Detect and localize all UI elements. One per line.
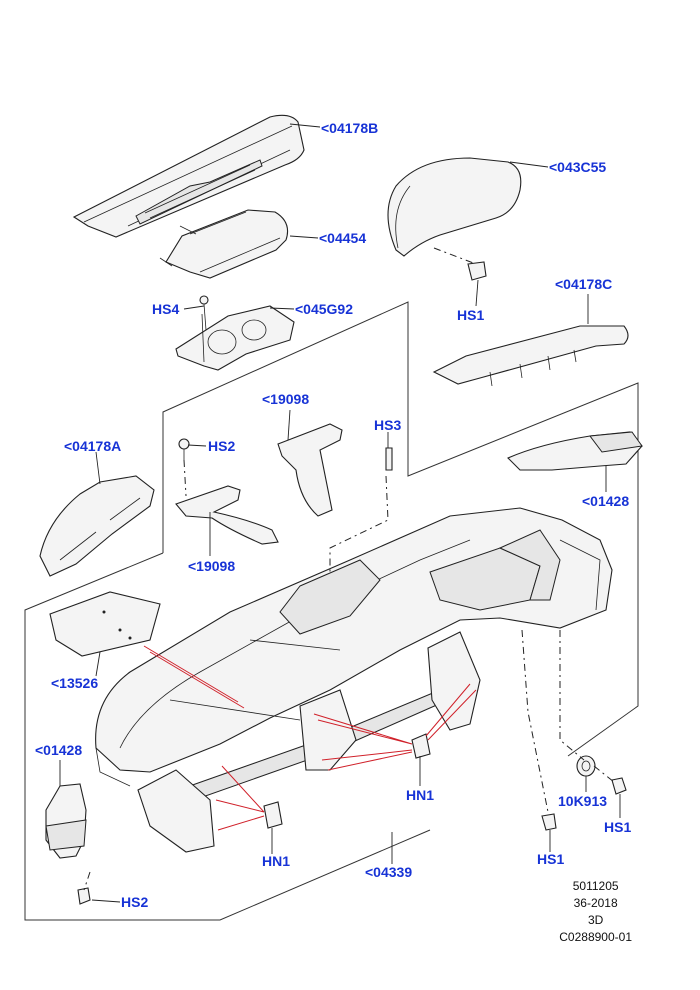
dome-cover xyxy=(387,157,522,257)
reference-number: 5011205 xyxy=(572,879,619,893)
upper-group-outline xyxy=(162,301,639,757)
callout-lines xyxy=(143,645,477,831)
fastener-hs1-bottom xyxy=(541,813,557,831)
label-19098-top: <19098 xyxy=(262,391,309,407)
leader-lines xyxy=(59,123,621,903)
fastener-10k913 xyxy=(576,755,596,777)
instrument-panel xyxy=(95,507,613,853)
label-hs1-right: HS1 xyxy=(604,819,631,835)
label-hs1-bottom: HS1 xyxy=(537,851,564,867)
label-04178c: <04178C xyxy=(555,276,612,292)
duct-lower xyxy=(175,485,279,545)
label-04454: <04454 xyxy=(319,230,366,246)
vent-duct-right xyxy=(507,431,643,471)
label-04339: <04339 xyxy=(365,864,412,880)
label-01428-left: <01428 xyxy=(35,742,82,758)
label-hn1-bottom: HN1 xyxy=(262,853,290,869)
fastener-hs2-top xyxy=(178,438,190,460)
reference-date: 36-2018 xyxy=(573,896,618,910)
center-bracket xyxy=(175,305,295,371)
vent-duct-left xyxy=(45,783,87,859)
fastener-hs2-bottom xyxy=(77,887,91,905)
assembly-lines xyxy=(83,247,615,891)
label-04178a: <04178A xyxy=(64,438,121,454)
lower-group-outline xyxy=(24,552,431,921)
fastener-hs3 xyxy=(385,447,393,471)
glovebox-panel xyxy=(159,209,289,279)
label-10k913: 10K913 xyxy=(558,793,607,809)
fastener-hs4 xyxy=(199,295,209,331)
side-trim-left xyxy=(39,475,155,577)
label-043c55: <043C55 xyxy=(549,159,606,175)
label-hs3: HS3 xyxy=(374,417,401,433)
upper-top-cover xyxy=(72,114,305,238)
label-04178b: <04178B xyxy=(321,120,378,136)
label-hs2-bottom: HS2 xyxy=(121,894,148,910)
duct-upper xyxy=(277,423,343,517)
reference-view: 3D xyxy=(587,913,604,927)
label-hs2-top: HS2 xyxy=(208,438,235,454)
label-01428-right: <01428 xyxy=(582,493,629,509)
label-13526: <13526 xyxy=(51,675,98,691)
label-hs1-top: HS1 xyxy=(457,307,484,323)
reference-code: C0288900-01 xyxy=(559,930,632,944)
insulation-pad xyxy=(49,591,161,657)
label-045g92: <045G92 xyxy=(295,301,353,317)
label-hn1-right: HN1 xyxy=(406,787,434,803)
label-hs4: HS4 xyxy=(152,301,179,317)
clip-hn1-right xyxy=(411,733,431,759)
fastener-hs1-top xyxy=(467,261,487,281)
fastener-hs1-right xyxy=(611,777,627,795)
reference-block: 5011205 36-2018 3D C0288900-01 xyxy=(559,878,632,946)
side-trim-right xyxy=(432,325,629,387)
label-19098-bottom: <19098 xyxy=(188,558,235,574)
clip-hn1-bottom xyxy=(263,801,283,829)
